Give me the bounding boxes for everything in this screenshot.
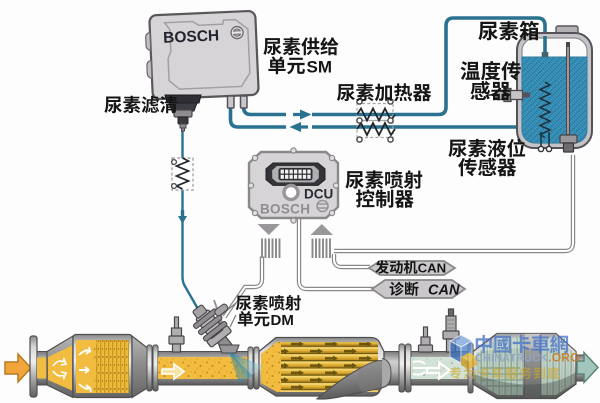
svg-text:BOSCH: BOSCH xyxy=(163,27,220,46)
svg-text:BOSCH: BOSCH xyxy=(260,202,310,217)
svg-text:CAN: CAN xyxy=(418,261,447,276)
svg-text:DCU: DCU xyxy=(304,187,333,202)
svg-text:CAN: CAN xyxy=(428,283,460,299)
svg-text:CHINATRUCK.ORG: CHINATRUCK.ORG xyxy=(475,351,580,365)
svg-text:SM: SM xyxy=(307,58,333,77)
svg-text:DM: DM xyxy=(271,312,294,329)
